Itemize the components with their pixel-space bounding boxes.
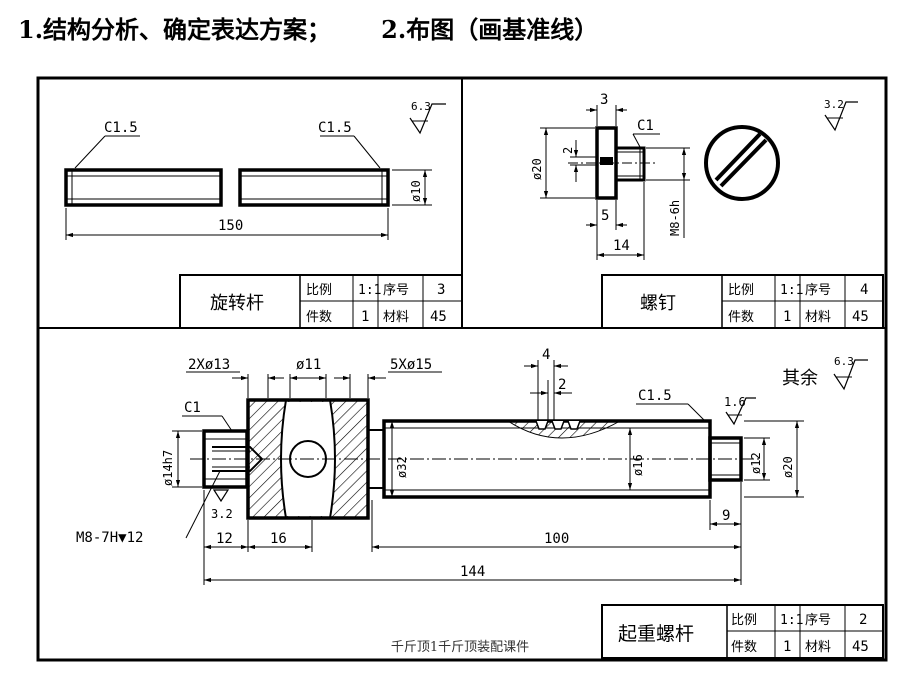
rod-title-material-label: 材料 xyxy=(383,310,409,325)
lift-title-seq: 2 xyxy=(859,612,867,628)
rod-length-dim: 150 xyxy=(218,218,243,234)
screw-drawing xyxy=(540,101,858,260)
rod-title-scale-label: 比例 xyxy=(306,283,332,298)
lift-rough-32: 3.2 xyxy=(211,507,233,521)
screw-title-count: 1 xyxy=(783,309,791,325)
lift-title-scale-label: 比例 xyxy=(731,613,757,628)
lift-holes-15: 5Xø15 xyxy=(390,357,432,373)
screw-title-scale: 1:1 xyxy=(780,283,803,298)
lift-thread: M8-7H▼12 xyxy=(76,530,143,546)
lift-dim-4: 4 xyxy=(542,347,550,363)
lift-holes-13: 2Xø13 xyxy=(188,357,230,373)
lift-screw-drawing xyxy=(172,359,868,585)
screw-title-seq-label: 序号 xyxy=(805,283,831,298)
rod-title-count: 1 xyxy=(361,309,369,325)
screw-thread: M8-6h xyxy=(668,200,682,236)
footer-caption: 千斤顶1千斤顶装配课件 xyxy=(390,640,530,655)
lift-title-name: 起重螺杆 xyxy=(618,623,694,645)
rod-chamfer-right: C1.5 xyxy=(318,120,352,136)
rod-chamfer-left: C1.5 xyxy=(104,120,138,136)
screw-title-name: 螺钉 xyxy=(640,293,676,314)
rod-title-count-label: 件数 xyxy=(306,310,332,325)
screw-title-block xyxy=(601,274,884,329)
lift-title-block xyxy=(601,604,884,659)
lift-d14h7: ø14h7 xyxy=(161,450,175,486)
lift-chamfer-c1: C1 xyxy=(184,400,201,416)
screw-dim-top: 3 xyxy=(600,92,608,108)
lift-dim-16: 16 xyxy=(270,531,287,547)
lift-title-count: 1 xyxy=(783,639,791,655)
screw-title-seq: 4 xyxy=(860,282,868,298)
lift-title-scale: 1:1 xyxy=(780,613,803,628)
lift-d32: ø32 xyxy=(395,456,409,478)
lift-title-seq-label: 序号 xyxy=(805,613,831,628)
rod-roughness: 6.3 xyxy=(411,100,431,113)
rod-drawing xyxy=(64,103,446,240)
lift-rest-label: 其余 xyxy=(782,368,818,389)
rod-title-block xyxy=(179,274,463,329)
page-heading: 1.结构分析、确定表达方案； 2.布图（画基准线） xyxy=(18,15,599,44)
screw-chamfer: C1 xyxy=(637,118,654,134)
lift-d11: ø11 xyxy=(296,357,321,373)
rod-title-seq: 3 xyxy=(437,282,445,298)
screw-dim-2: 2 xyxy=(561,147,575,154)
lift-title-count-label: 件数 xyxy=(731,640,757,655)
screw-title-material-label: 材料 xyxy=(805,310,831,325)
screw-title-material: 45 xyxy=(852,309,869,325)
lift-title-material-label: 材料 xyxy=(805,640,831,655)
screw-dim-d20: ø20 xyxy=(530,158,544,180)
lift-dim-100: 100 xyxy=(544,531,569,547)
lift-dim-12: 12 xyxy=(216,531,233,547)
rod-title-scale: 1:1 xyxy=(358,283,381,298)
rod-diameter-dim: ø10 xyxy=(409,180,423,202)
lift-d20: ø20 xyxy=(781,456,795,478)
screw-title-scale-label: 比例 xyxy=(728,283,754,298)
lift-dim-9: 9 xyxy=(722,508,730,524)
lift-title-material: 45 xyxy=(852,639,869,655)
lift-rough-16: 1.6 xyxy=(724,395,746,409)
rod-title-name: 旋转杆 xyxy=(210,293,264,314)
lift-dim-144: 144 xyxy=(460,564,485,580)
lift-chamfer-c15: C1.5 xyxy=(638,388,672,404)
rod-title-seq-label: 序号 xyxy=(383,283,409,298)
lift-d16: ø16 xyxy=(631,454,645,476)
screw-roughness: 3.2 xyxy=(824,98,844,111)
lift-rough-rest: 6.3 xyxy=(834,355,854,368)
lift-d12: ø12 xyxy=(749,452,763,474)
screw-dim-5: 5 xyxy=(601,208,609,224)
rod-title-material: 45 xyxy=(430,309,447,325)
screw-title-count-label: 件数 xyxy=(728,310,754,325)
lift-dim-2: 2 xyxy=(558,377,566,393)
screw-dim-14: 14 xyxy=(613,238,630,254)
